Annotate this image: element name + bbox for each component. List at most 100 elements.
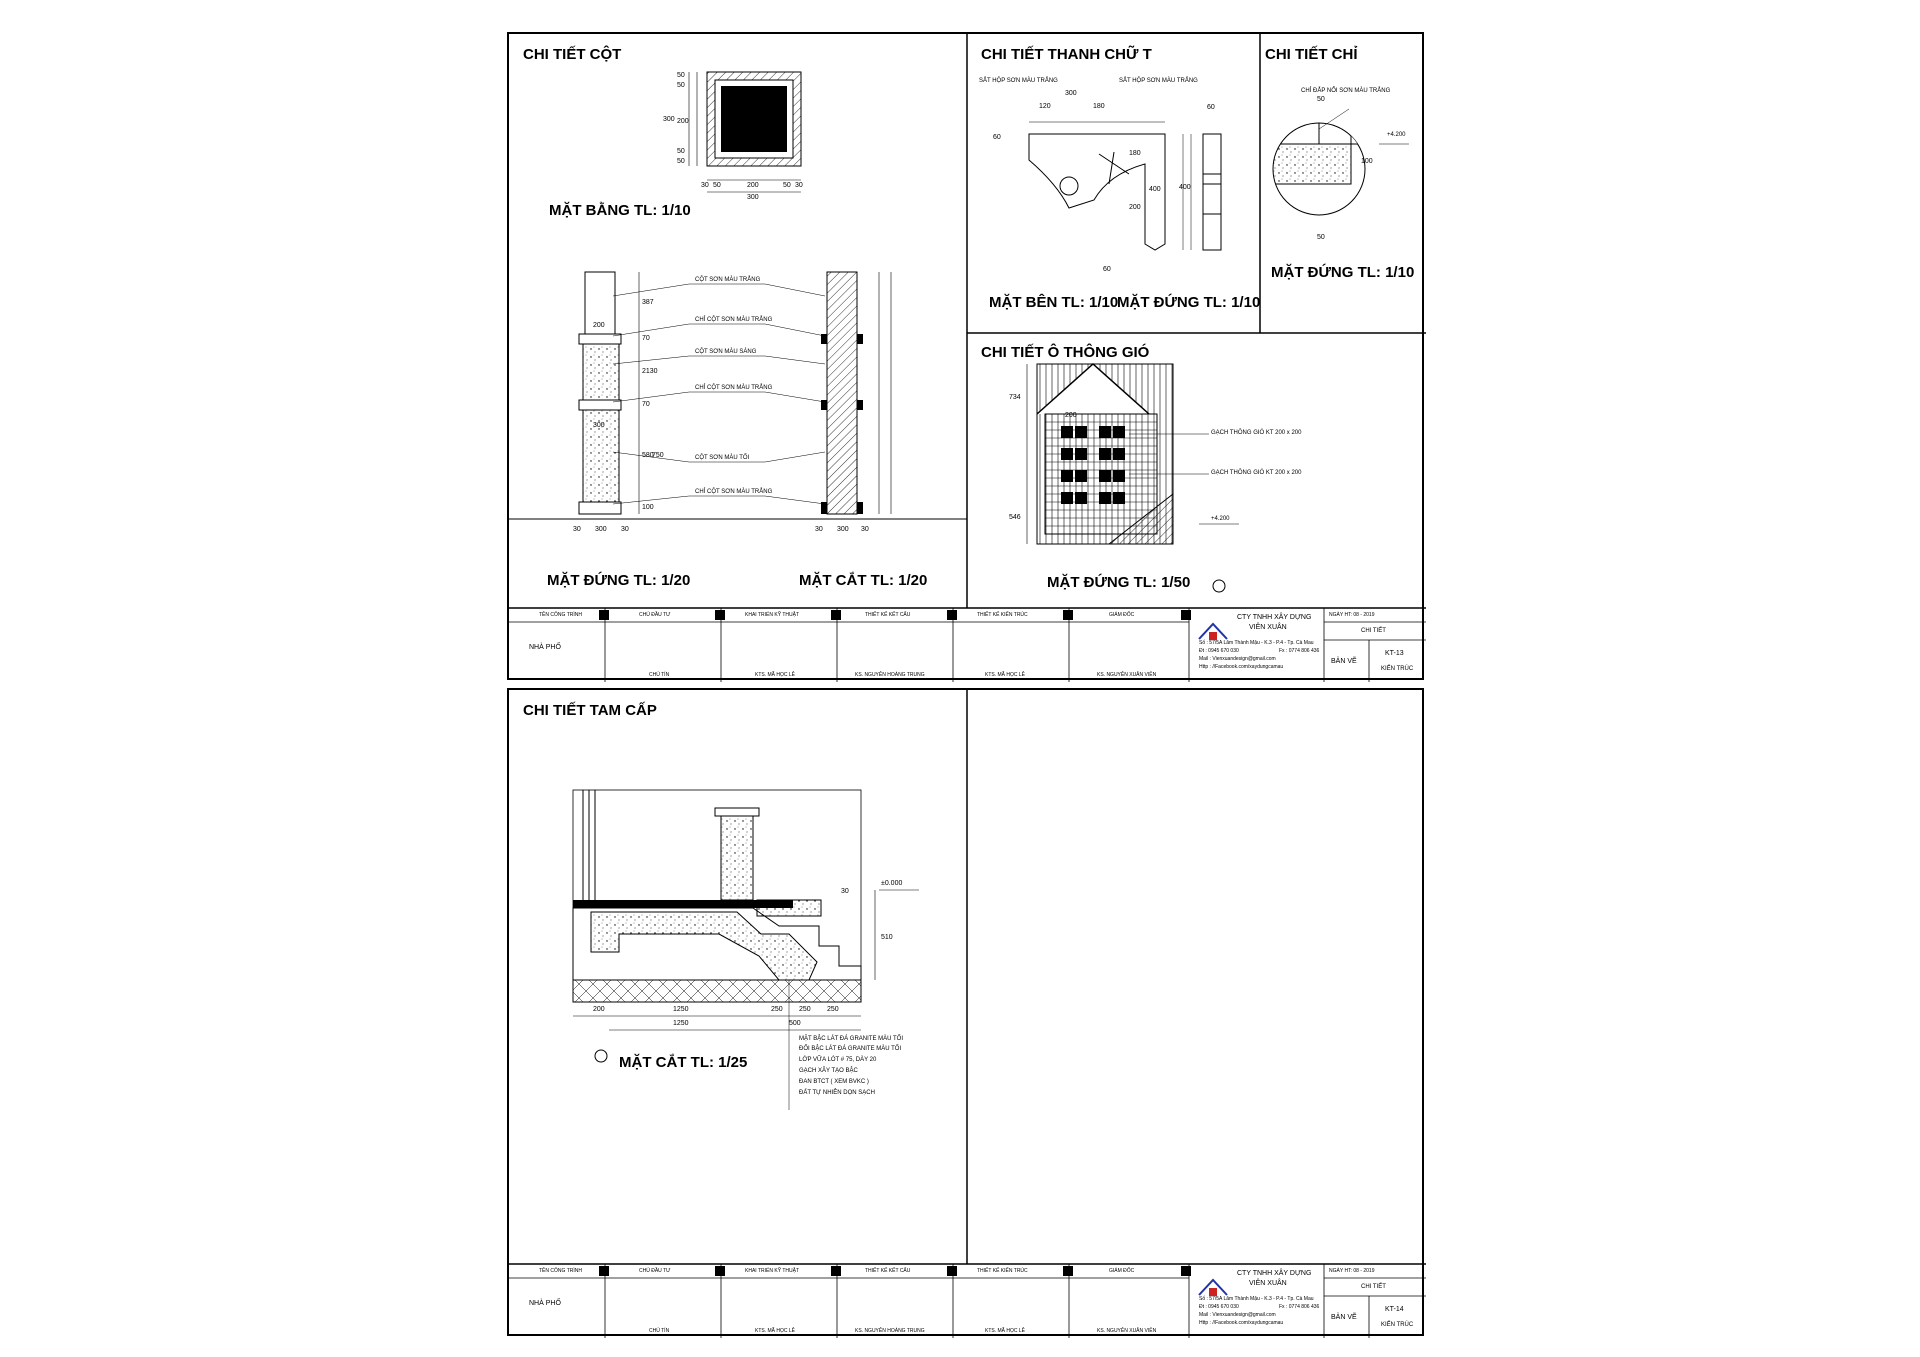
steps-note-5: ĐẤT TỰ NHIÊN DỌN SẠCH [799, 1090, 875, 1096]
elev-note-0: CỘT SƠN MÀU TRẮNG [695, 277, 761, 283]
elev-width-300: 300 [593, 422, 605, 429]
elev-bottom-dim-0: 30 [573, 526, 581, 533]
tb1-name-0: CHỦ TÍN [649, 672, 670, 678]
tb1-header-5: GIÁM ĐỐC [1109, 612, 1135, 618]
elev-note-5: CHỈ CỘT SƠN MÀU TRẮNG [695, 489, 773, 495]
vent-level: +4.200 [1211, 516, 1230, 522]
column-leaders [612, 283, 826, 505]
t-dim-top-2: 180 [1093, 103, 1105, 110]
t-dim-side-4: 200 [1129, 204, 1141, 211]
plan-dim-l2: 200 [677, 118, 689, 125]
elev-bottom-dim-1: 300 [595, 526, 607, 533]
elev-bottom-dim-2: 30 [621, 526, 629, 533]
t-note-right: SẮT HỘP SƠN MÀU TRẮNG [1119, 78, 1198, 84]
elev-dim-5: 750 [652, 452, 664, 459]
tb2-header-5: GIÁM ĐỐC [1109, 1268, 1135, 1274]
plan-dim-l4: 50 [677, 158, 685, 165]
tb1-company2: VIÊN XUÂN [1249, 624, 1287, 631]
moulding-dim-0: 50 [1317, 96, 1325, 103]
plan-dim-l1: 50 [677, 82, 685, 89]
column-plan [688, 71, 802, 193]
column-section [821, 271, 892, 515]
elev-note-1: CHỈ CỘT SƠN MÀU TRẮNG [695, 317, 773, 323]
tb2-date: NGÀY HT: 08 - 2019 [1329, 1268, 1375, 1274]
elev-dim-3: 70 [642, 401, 650, 408]
tb1-phone: Đt : 0945 670 030 [1199, 648, 1239, 654]
elev-dim-6: 100 [642, 504, 654, 511]
tb1-mail: Mail : Vienxuandesign@gmail.com [1199, 656, 1276, 662]
tb2-fax: Fx : 0774 806 436 [1279, 1304, 1320, 1310]
steps-level: ±0.000 [881, 880, 903, 887]
vent-note-1: GẠCH THÔNG GIÓ KT 200 x 200 [1211, 470, 1302, 476]
tb1-date: NGÀY HT: 08 - 2019 [1329, 612, 1375, 618]
steps-dim-r0: 30 [841, 888, 849, 895]
steps-dim-b1: 1250 [673, 1006, 689, 1013]
section-bottom-dim-1: 300 [837, 526, 849, 533]
plan-dim-b0: 30 [701, 182, 709, 189]
plan-dim-b1: 50 [713, 182, 721, 189]
step-section [572, 789, 919, 1110]
plan-dim-b2: 200 [747, 182, 759, 189]
t-dim-side-5: 400 [1149, 186, 1161, 193]
view-label-column-section: MẶT CẮT TL: 1/20 [799, 572, 928, 589]
sheet-2-linework [509, 690, 1426, 1338]
section-bottom-dim-2: 30 [861, 526, 869, 533]
moulding-detail [1272, 108, 1409, 216]
tb2-header-3: THIẾT KẾ KẾT CẤU [865, 1268, 911, 1274]
vent-dim-left-5: 546 [1009, 514, 1021, 521]
column-elevation [578, 271, 640, 515]
steps-note-2: LỚP VỮA LÓT # 75, DÀY 20 [799, 1057, 877, 1063]
tb2-sheet-type: BẢN VẼ [1331, 1314, 1357, 1321]
panel-title-vent: CHI TIẾT Ô THÔNG GIÓ [981, 344, 1150, 361]
tb2-name-4: KS. NGUYỄN XUÂN VIÊN [1097, 1328, 1157, 1334]
tb2-name-0: CHỦ TÍN [649, 1328, 670, 1334]
tb2-discipline: KIẾN TRÚC [1381, 1322, 1414, 1328]
tb2-sheet-no: KT-14 [1385, 1306, 1404, 1313]
t-bracket-side [1028, 121, 1184, 251]
view-label-column-plan: MẶT BẰNG TL: 1/10 [549, 202, 691, 219]
vent-dim-left-0: 734 [1009, 394, 1021, 401]
steps-dim-b2-0: 1250 [673, 1020, 689, 1027]
view-label-vent: MẶT ĐỨNG TL: 1/50 [1047, 574, 1191, 591]
vent-dim-top-1: 200 [1065, 412, 1077, 419]
steps-dim-b4: 250 [827, 1006, 839, 1013]
tb1-sheet-type: BẢN VẼ [1331, 658, 1357, 665]
drawing-sheet-2: CHI TIẾT TAM CẤP ±0.000 200 1250 250 250… [507, 688, 1426, 1338]
tb1-project: NHÀ PHỐ [529, 644, 561, 651]
tb2-project: NHÀ PHỐ [529, 1300, 561, 1307]
elev-width-200: 200 [593, 322, 605, 329]
plan-dim-b4: 30 [795, 182, 803, 189]
tb2-sheet-title: CHI TIẾT [1361, 1284, 1386, 1290]
elev-dim-2: 2130 [642, 368, 658, 375]
tb2-name-3: KTS. MÃ HỌC LỄ [985, 1328, 1026, 1334]
tb1-address: Số : 57/5A Lâm Thành Mậu - K.3 - P.4 - T… [1199, 640, 1314, 646]
tb1-header-1: CHỦ ĐẦU TƯ [639, 612, 671, 618]
moulding-note: CHỈ ĐẮP NỔI SƠN MÀU TRẮNG [1301, 88, 1391, 94]
steps-note-4: ĐAN BTCT ( XEM BVKC ) [799, 1079, 869, 1085]
tb2-name-1: KTS. MÃ HỌC LỄ [755, 1328, 796, 1334]
elev-dim-1: 70 [642, 335, 650, 342]
tb1-header-4: THIẾT KẾ KIẾN TRÚC [977, 612, 1028, 618]
view-label-moulding: MẶT ĐỨNG TL: 1/10 [1271, 264, 1415, 281]
view-label-steps: MẶT CẮT TL: 1/25 [619, 1054, 748, 1071]
t-dim-top-0: 300 [1065, 90, 1077, 97]
plan-dim-total: 300 [747, 194, 759, 201]
panel-title-steps: CHI TIẾT TAM CẤP [523, 702, 657, 719]
tb1-company: CTY TNHH XÂY DỰNG [1237, 614, 1312, 621]
tb1-fax: Fx : 0774 806 436 [1279, 648, 1320, 654]
plan-dim-b3: 50 [783, 182, 791, 189]
tb2-address: Số : 57/5A Lâm Thành Mậu - K.3 - P.4 - T… [1199, 1296, 1314, 1302]
tb2-company: CTY TNHH XÂY DỰNG [1237, 1270, 1312, 1277]
tb2-header-1: CHỦ ĐẦU TƯ [639, 1268, 671, 1274]
steps-dim-b3: 250 [799, 1006, 811, 1013]
sheet-1-linework [509, 34, 1426, 682]
elev-note-3: CHỈ CỘT SƠN MÀU TRẮNG [695, 385, 773, 391]
elev-note-2: CỘT SƠN MÀU SÁNG [695, 349, 757, 355]
tb1-header-0: TÊN CÔNG TRÌNH [539, 612, 582, 618]
moulding-dim-1: 100 [1361, 158, 1373, 165]
tb1-header-3: THIẾT KẾ KẾT CẤU [865, 612, 911, 618]
t-dim-front-0: 60 [1207, 104, 1215, 111]
company-logo-2 [1198, 1278, 1228, 1296]
moulding-dim-5: 50 [1317, 234, 1325, 241]
tb2-header-0: TÊN CÔNG TRÌNH [539, 1268, 582, 1274]
